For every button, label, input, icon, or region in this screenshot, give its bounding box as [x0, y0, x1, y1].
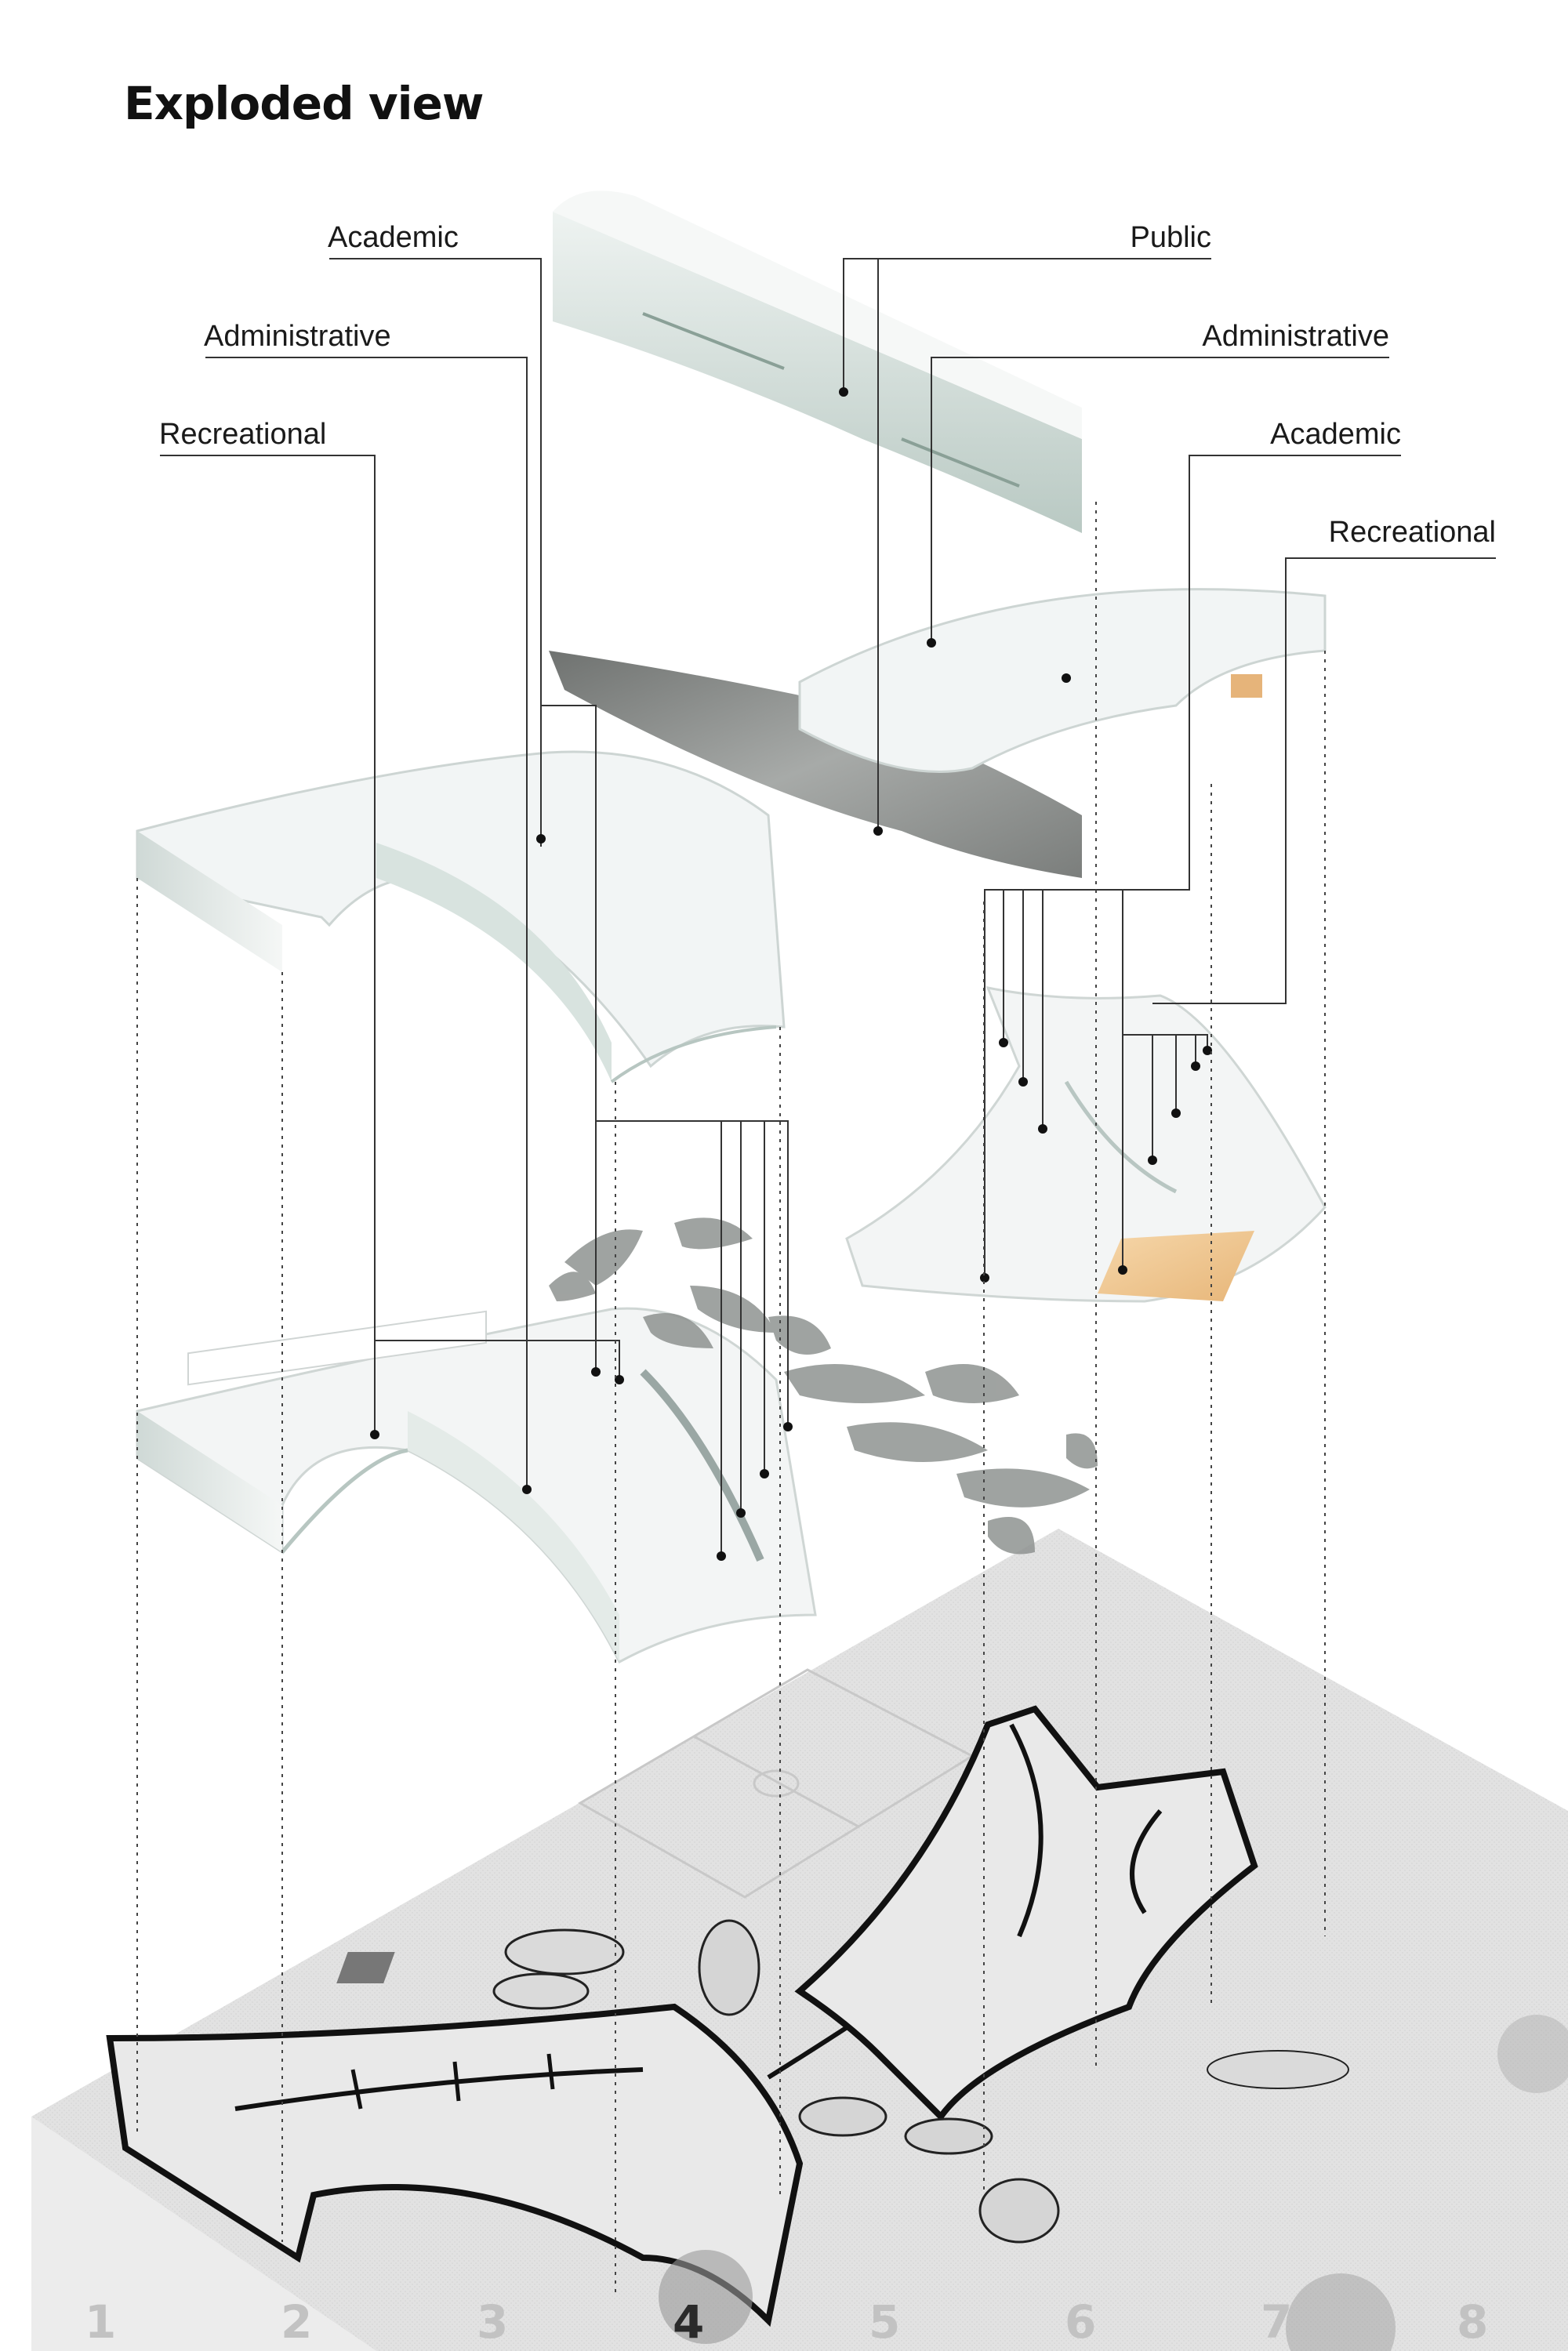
axis-number-1: 1	[85, 2295, 117, 2349]
axis-number-8: 8	[1457, 2295, 1489, 2349]
ground-floor-plan	[31, 1529, 1568, 2351]
level-one-floor	[136, 1307, 817, 1664]
tree-shadow	[659, 2250, 753, 2344]
public-slab	[549, 651, 1082, 878]
canopy-sails	[549, 1217, 1098, 1555]
axis-number-5: 5	[869, 2295, 901, 2349]
axis-number-3: 3	[477, 2295, 509, 2349]
page-title: Exploded view	[124, 77, 484, 130]
axis-number-7: 7	[1261, 2295, 1293, 2349]
label-right-administrative: Administrative	[1202, 320, 1389, 353]
axis-number-4: 4	[673, 2295, 705, 2349]
label-right-academic: Academic	[1270, 418, 1401, 451]
leader-lines	[160, 258, 1496, 1556]
courtyard-oval	[504, 1928, 625, 1975]
alignment-dotted-lines	[136, 502, 1326, 2297]
label-left-academic: Academic	[328, 221, 459, 254]
label-right-recreational: Recreational	[1328, 516, 1496, 549]
label-right-public: Public	[1130, 221, 1212, 254]
roof-public	[553, 190, 1082, 533]
label-left-administrative: Administrative	[204, 320, 391, 353]
axis-number-6: 6	[1065, 2295, 1097, 2349]
leader-dots	[370, 387, 1212, 1561]
label-left-recreational: Recreational	[159, 418, 327, 451]
axis-number-2: 2	[281, 2295, 313, 2349]
right-wing-level-two	[845, 985, 1327, 1303]
auditorium-seating	[1098, 1231, 1254, 1301]
